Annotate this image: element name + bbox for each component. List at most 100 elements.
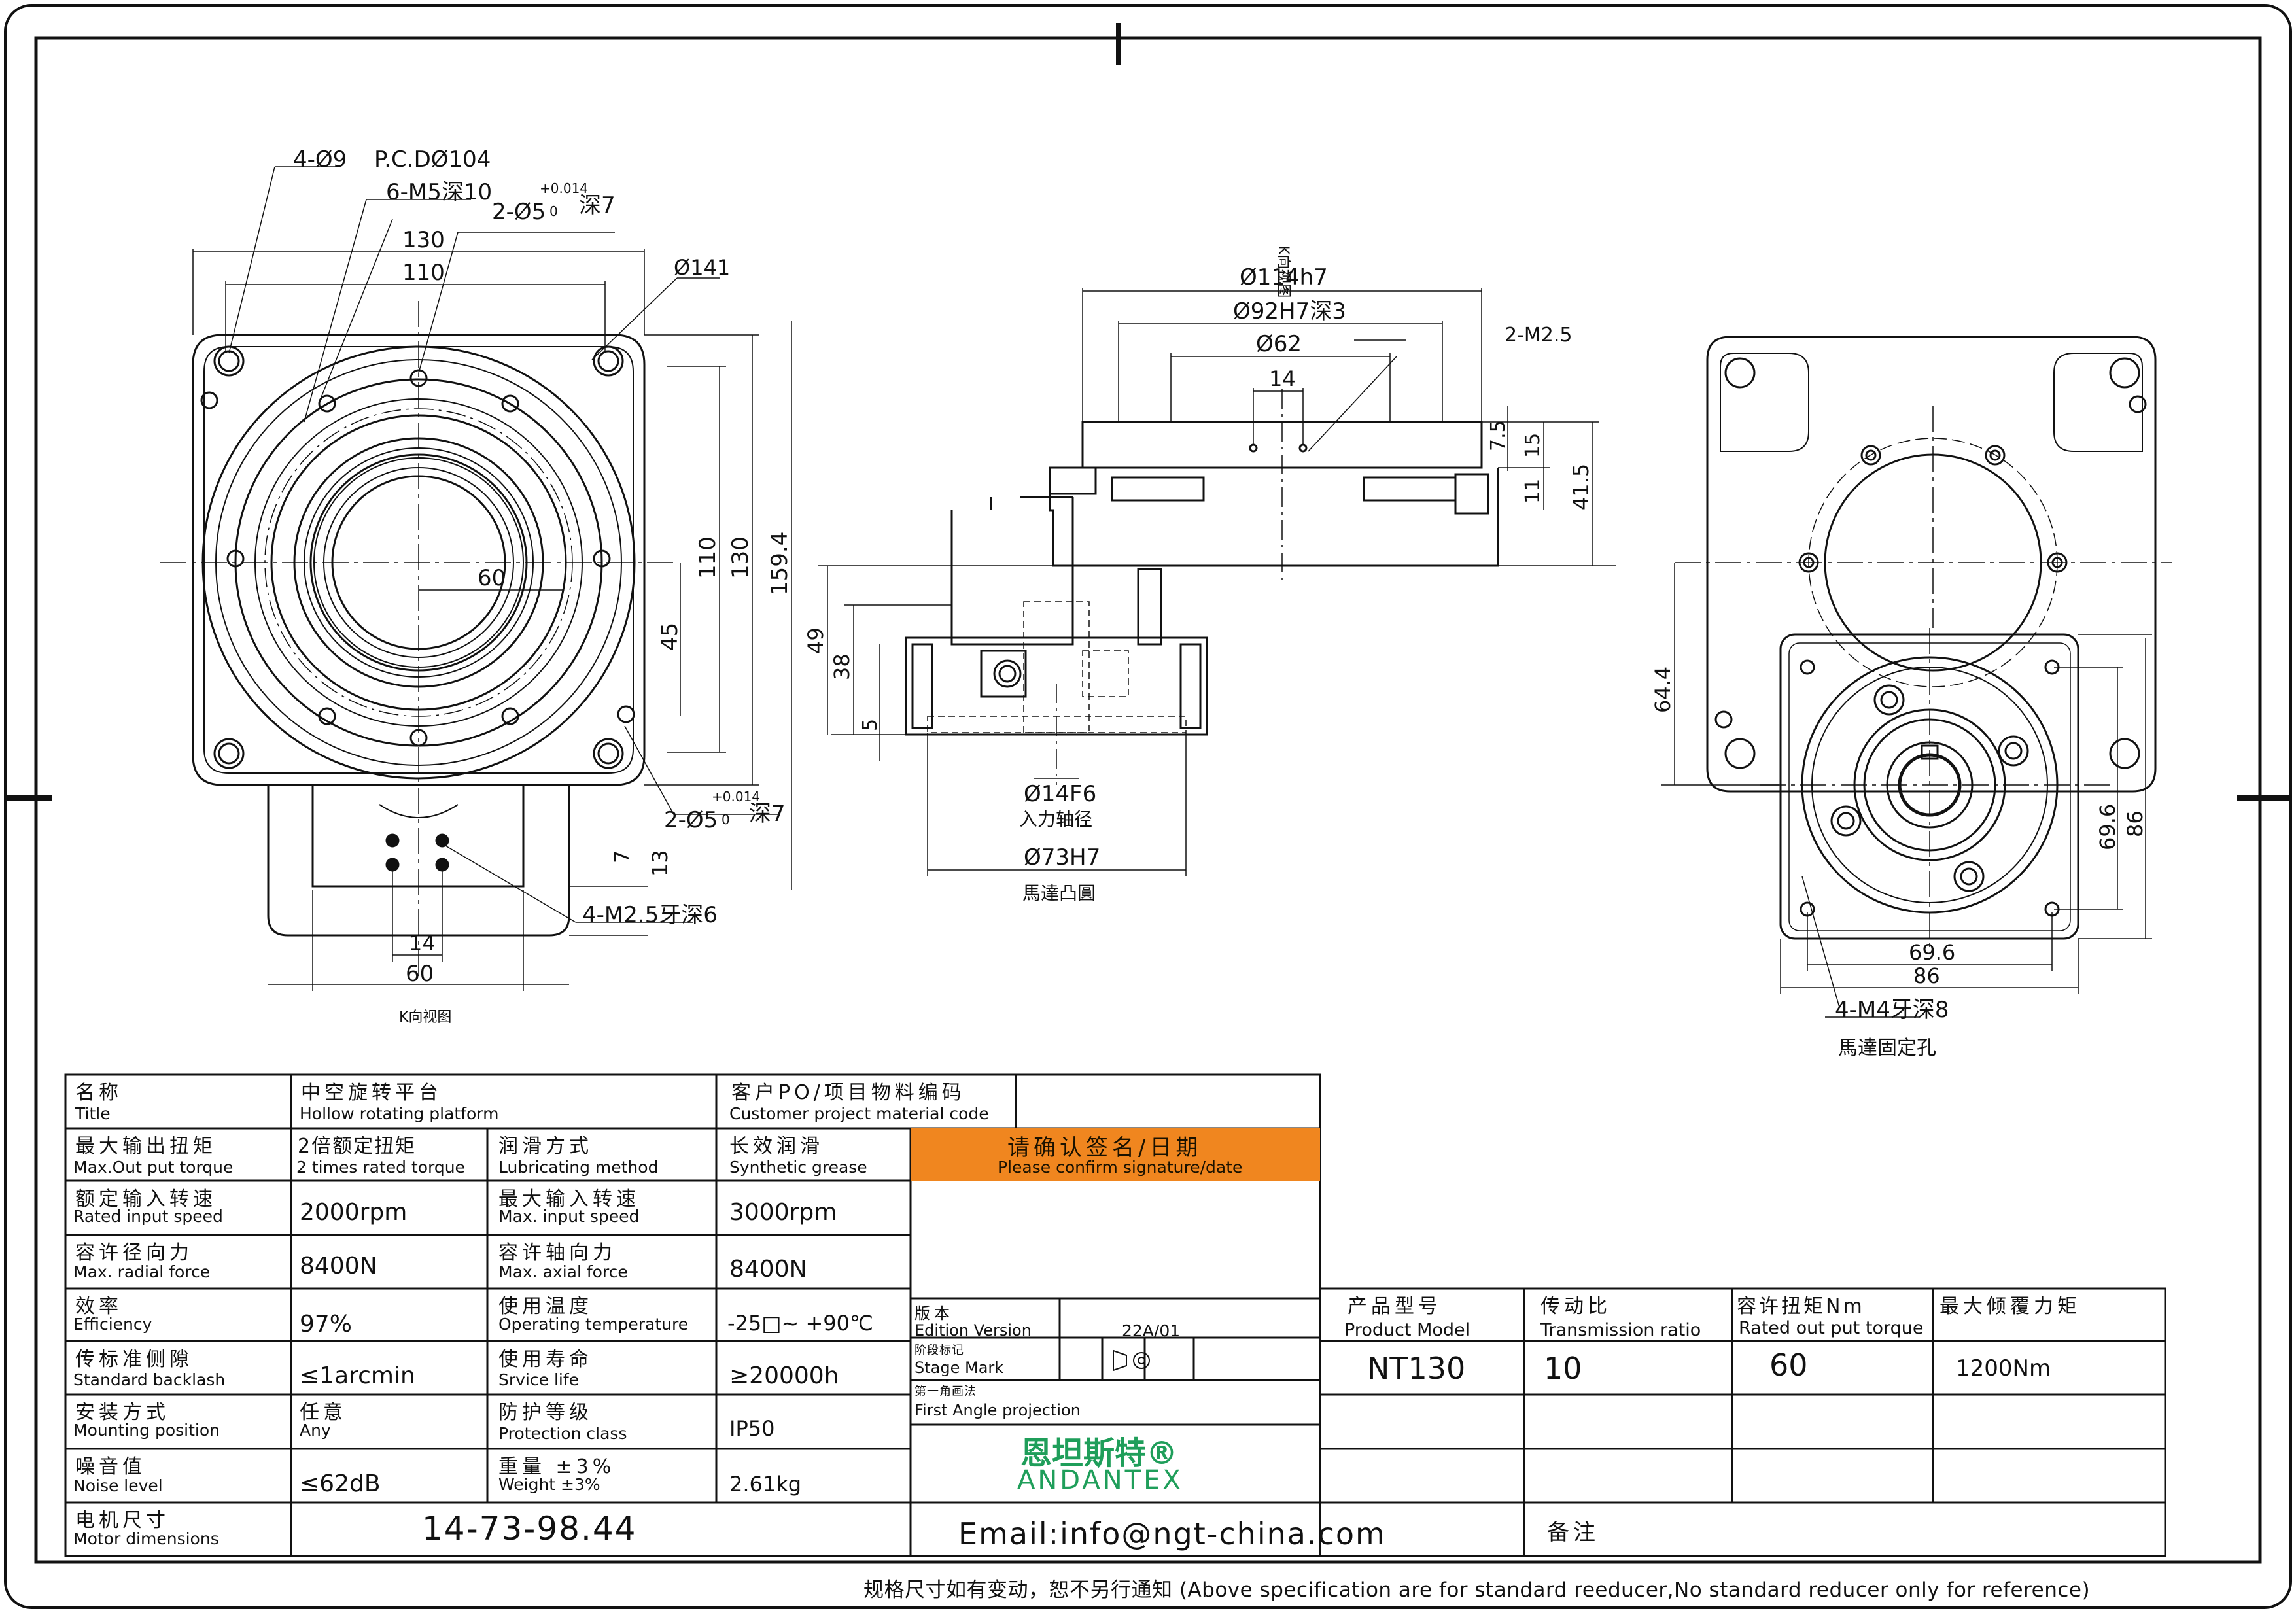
rated-torque-en: Rated out put torque xyxy=(1739,1318,1924,1338)
dim-d14f6: Ø14F6 xyxy=(1024,781,1096,807)
dim-w14: 14 xyxy=(409,931,436,956)
mounting-value-cn: 任意 xyxy=(300,1401,347,1424)
dim-tapped: 6-M5深10 xyxy=(386,179,492,205)
stage-mark-cn: 阶段标记 xyxy=(914,1344,964,1357)
dim-pin-bot: 2-Ø5 xyxy=(664,807,718,833)
dim-h75: 7.5 xyxy=(1487,420,1510,451)
dim-w130: 130 xyxy=(402,227,445,253)
dim-pin-top-depth: 深7 xyxy=(579,192,616,218)
tilt-moment-cn: 最大倾覆力矩 xyxy=(1939,1295,2081,1318)
dim-h130: 130 xyxy=(727,536,754,579)
mounting-value-en: Any xyxy=(300,1421,331,1440)
product-model-en: Product Model xyxy=(1344,1320,1470,1340)
edition-cn: 版本 xyxy=(914,1304,954,1323)
noise-level-en: Noise level xyxy=(73,1476,163,1495)
dim-d114: Ø114h7 xyxy=(1240,264,1328,290)
protection-class-cn: 防护等级 xyxy=(498,1401,593,1424)
noise-level-cn: 噪音值 xyxy=(75,1455,146,1478)
side-view-labels: K向视图 Ø114h7 Ø92H7深3 Ø62 14 2-M2.5 7.5 15… xyxy=(803,245,1593,904)
max-out-torque-cn: 最大输出扭矩 xyxy=(75,1135,217,1158)
projection-cn: 第一角画法 xyxy=(914,1385,977,1398)
efficiency-en: Efficiency xyxy=(73,1315,152,1334)
label-input-shaft: 入力轴径 xyxy=(1019,808,1092,830)
dim-h110: 110 xyxy=(695,536,721,579)
motor-dimensions-value: 14-73-98.44 xyxy=(422,1510,637,1548)
title-value-cn: 中空旋转平台 xyxy=(301,1081,442,1104)
edition-value: 22A/01 xyxy=(1122,1321,1181,1340)
view-mark-k-side: K向视图 xyxy=(1275,245,1291,298)
rated-input-speed-cn: 额定输入转速 xyxy=(75,1188,217,1211)
remark-cn: 备注 xyxy=(1547,1519,1599,1546)
confirm-en: Please confirm signature/date xyxy=(998,1158,1243,1177)
radial-force-en: Max. radial force xyxy=(73,1262,211,1281)
dim-h11: 11 xyxy=(1522,479,1544,504)
motor-dimensions-en: Motor dimensions xyxy=(73,1529,219,1548)
dim-pin-top: 2-Ø5 xyxy=(492,199,546,225)
dim-holes-4: 4-Ø9 xyxy=(293,147,347,173)
ratio-value: 10 xyxy=(1544,1351,1582,1386)
footer-note: 规格尺寸如有变动，恕不另行通知 (Above specification are… xyxy=(863,1578,2091,1602)
dim-w14-side: 14 xyxy=(1269,366,1296,391)
dim-w60: 60 xyxy=(406,961,434,987)
max-input-speed-value: 3000rpm xyxy=(729,1199,837,1226)
dim-pin-top-tol0: 0 xyxy=(549,203,558,219)
contact-email[interactable]: Email:info@ngt-china.com xyxy=(958,1516,1386,1552)
rated-input-speed-value: 2000rpm xyxy=(300,1199,408,1226)
dim-pin-bot-tol0: 0 xyxy=(722,812,730,827)
dim-h13: 13 xyxy=(648,850,672,876)
axial-force-en: Max. axial force xyxy=(498,1262,628,1281)
mounting-position-en: Mounting position xyxy=(73,1421,220,1440)
service-life-value: ≥20000h xyxy=(729,1362,839,1389)
backlash-value: ≤1arcmin xyxy=(300,1362,415,1389)
max-input-speed-en: Max. input speed xyxy=(498,1207,640,1226)
axial-force-value: 8400N xyxy=(729,1256,807,1283)
backlash-en: Standard backlash xyxy=(73,1370,226,1389)
weight-value: 2.61kg xyxy=(729,1472,802,1497)
ratio-cn: 传动比 xyxy=(1540,1295,1611,1318)
dim-w696: 69.6 xyxy=(1909,940,1955,965)
front-view xyxy=(160,166,792,991)
dim-h5: 5 xyxy=(859,719,882,731)
side-view xyxy=(818,288,1616,876)
rated-torque-cn: 容许扭矩Nm xyxy=(1737,1295,1865,1318)
dim-h696: 69.6 xyxy=(2095,804,2120,850)
view-mark-k-front: K向视图 xyxy=(399,1009,451,1026)
dim-tap-bot: 4-M2.5牙深6 xyxy=(582,902,718,928)
confirm-cn: 请确认签名/日期 xyxy=(1007,1135,1202,1161)
backlash-cn: 传标准侧隙 xyxy=(75,1348,193,1371)
max-input-speed-cn: 最大输入转速 xyxy=(498,1188,640,1211)
edition-en: Edition Version xyxy=(914,1321,1032,1340)
dim-h49: 49 xyxy=(803,627,828,654)
operating-temp-cn: 使用温度 xyxy=(498,1295,593,1318)
dim-h86: 86 xyxy=(2123,810,2148,837)
dim-pin-bot-tol: +0.014 xyxy=(712,789,760,805)
dim-d92: Ø92H7深3 xyxy=(1233,298,1346,324)
brand-logo-en: ANDANTEX xyxy=(1017,1465,1183,1495)
dim-h415: 41.5 xyxy=(1569,464,1593,510)
protection-class-en: Protection class xyxy=(498,1424,627,1443)
lubricating-method-cn: 润滑方式 xyxy=(498,1135,593,1158)
product-model-value: NT130 xyxy=(1367,1351,1466,1386)
operating-temp-value: -25□~ +90℃ xyxy=(727,1311,873,1336)
tilt-moment-value: 1200Nm xyxy=(1956,1355,2051,1381)
dim-d141: Ø141 xyxy=(674,255,730,280)
rear-view xyxy=(1661,336,2172,1018)
dim-h45: 45 xyxy=(657,623,683,651)
ratio-en: Transmission ratio xyxy=(1540,1320,1701,1340)
dim-w86: 86 xyxy=(1913,963,1940,988)
dim-d73: Ø73H7 xyxy=(1024,844,1100,871)
mounting-position-cn: 安装方式 xyxy=(75,1401,169,1424)
rear-view-labels: 64.4 69.6 86 69.6 86 4-M4牙深8 馬達固定孔 xyxy=(1650,667,2148,1060)
dim-pin-bot-depth: 深7 xyxy=(749,801,786,827)
lubricating-method-en: Lubricating method xyxy=(498,1158,659,1177)
efficiency-value: 97% xyxy=(300,1311,353,1338)
label-motor-boss: 馬達凸圓 xyxy=(1022,882,1096,904)
protection-class-value: IP50 xyxy=(729,1416,775,1441)
drawing-frame xyxy=(4,4,2292,1609)
front-view-labels: 4-Ø9 P.C.DØ104 6-M5深10 2-Ø5 +0.014 0 深7 … xyxy=(293,147,793,1026)
dim-m25: 2-M2.5 xyxy=(1505,324,1573,347)
dim-h644: 64.4 xyxy=(1650,667,1675,713)
dim-pin-top-tol: +0.014 xyxy=(540,181,588,196)
weight-cn: 重量 ±3% xyxy=(498,1455,616,1478)
service-life-cn: 使用寿命 xyxy=(498,1348,593,1371)
